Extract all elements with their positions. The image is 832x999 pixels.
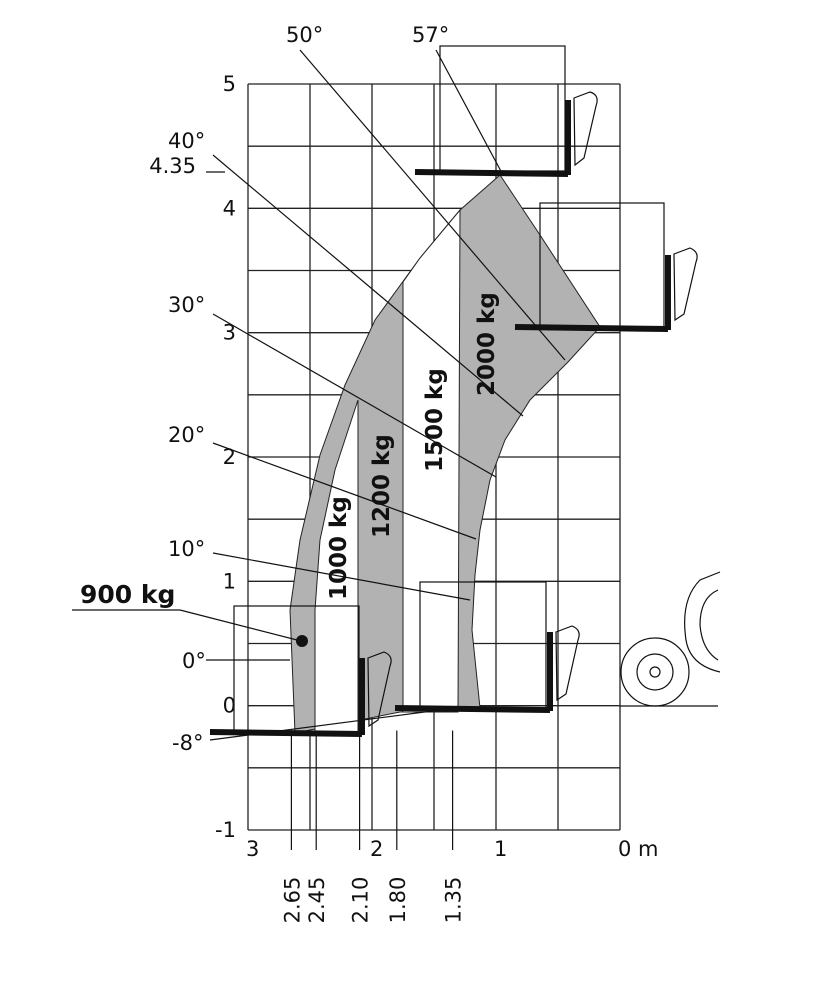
leader-900-kg-arrow <box>179 609 298 641</box>
y-tick-labels: 5 4 3 2 1 0 -1 <box>215 72 236 842</box>
x-tick-label: 2 <box>370 837 383 861</box>
fork-right <box>514 324 669 332</box>
y-tick-label: 2 <box>223 445 236 469</box>
y-tick-label: 5 <box>223 72 236 96</box>
y-tick-label: -1 <box>215 818 236 842</box>
machine-body-icon <box>684 571 721 673</box>
load-box-top <box>439 45 566 172</box>
angle-label-minus-8: -8° <box>172 731 203 755</box>
leader-20 <box>212 442 477 540</box>
y-tick-label: 1 <box>223 569 236 593</box>
y-tick-label: 0 <box>223 694 236 718</box>
y-tick-label: 4 <box>223 196 236 220</box>
load-positions <box>209 45 698 737</box>
leader-40 <box>212 154 524 417</box>
leader-30 <box>212 313 497 478</box>
x-tick-label: 1 <box>494 837 507 861</box>
carriage-top <box>573 91 598 167</box>
fork-top <box>414 169 569 177</box>
load-zones <box>289 174 601 734</box>
load-point-900-kg <box>296 635 308 647</box>
angle-label-10: 10° <box>168 537 205 561</box>
wheel-icon <box>620 637 690 707</box>
angle-label-40: 40° <box>168 129 205 153</box>
machine-window-icon <box>699 589 719 661</box>
angle-label-57: 57° <box>412 23 449 47</box>
height-mark-label: 4.35 <box>149 154 196 178</box>
distance-mark-label: 2.10 <box>349 877 373 924</box>
load-label-1000-kg: 1000 kg <box>326 496 352 600</box>
leader-50 <box>299 49 566 361</box>
leader-57 <box>435 49 504 176</box>
height-mark-labels: 4.35 <box>149 154 196 178</box>
x-tick-label: 3 <box>246 837 259 861</box>
angle-label-20: 20° <box>168 423 205 447</box>
carriage-left <box>367 651 392 728</box>
load-labels: 900 kg 1000 kg 1200 kg 1500 kg 2000 kg <box>80 292 500 609</box>
machine-outline <box>620 571 721 707</box>
distance-mark-label: 2.65 <box>280 877 304 924</box>
fork-bottom <box>394 705 551 713</box>
carriage-right <box>673 247 698 322</box>
load-label-900-kg: 900 kg <box>80 580 175 609</box>
distance-mark-label: 2.45 <box>305 877 329 924</box>
x-tick-label: 0 m <box>618 837 659 861</box>
wheel-axle-icon <box>649 666 661 678</box>
load-label-1500-kg: 1500 kg <box>422 368 448 472</box>
carriage-bottom <box>555 625 580 702</box>
angle-label-30: 30° <box>168 293 205 317</box>
angle-label-50: 50° <box>286 23 323 47</box>
y-tick-label: 3 <box>223 321 236 345</box>
distance-mark-label: 1.35 <box>442 877 466 924</box>
zone-1500-kg <box>402 208 461 713</box>
distance-mark-label: 1.80 <box>386 877 410 924</box>
wheel-hub-icon <box>636 653 674 691</box>
x-tick-labels: 3 2 1 0 m <box>246 837 659 861</box>
load-label-1200-kg: 1200 kg <box>369 434 395 538</box>
leader-10 <box>212 552 471 601</box>
angle-labels: 57° 50° 40° 30° 20° 10° 0° -8° <box>168 23 449 755</box>
distance-guide-lines <box>290 730 454 850</box>
angle-label-0: 0° <box>182 649 206 673</box>
fork-left <box>209 729 363 737</box>
load-label-2000-kg: 2000 kg <box>474 292 500 396</box>
